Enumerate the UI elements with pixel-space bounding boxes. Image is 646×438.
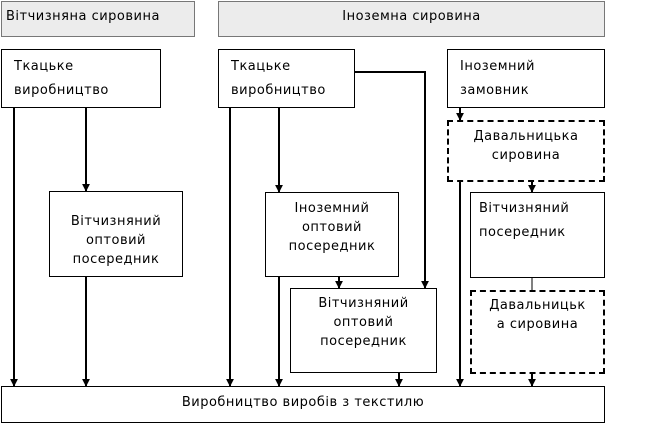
node-domestic-wholesale-intermediary-1: Вітчизняний оптовий посередник xyxy=(49,191,183,277)
node-domestic-wholesale-1-label: Вітчизняний оптовий посередник xyxy=(70,214,162,267)
node-weaving-production-1: Ткацьке виробництво xyxy=(1,49,161,108)
header-foreign-label: Іноземна сировина xyxy=(342,9,481,24)
node-toll-raw-material-2: Давальницьк а сировина xyxy=(470,290,605,374)
header-domestic-raw-material: Вітчизняна сировина xyxy=(1,1,195,37)
node-foreign-wholesale-label: Іноземний оптовий посередник xyxy=(288,201,376,254)
header-foreign-raw-material: Іноземна сировина xyxy=(218,1,605,37)
node-weaving-1-label: Ткацьке виробництво xyxy=(14,59,109,98)
node-foreign-customer: Іноземний замовник xyxy=(447,49,605,108)
node-domestic-intermediary-label: Вітчизняний посередник xyxy=(479,201,570,240)
node-toll-raw-2-label: Давальницьк а сировина xyxy=(489,298,586,332)
node-toll-raw-1-label: Давальницька сировина xyxy=(473,129,579,163)
node-domestic-wholesale-intermediary-2: Вітчизняний оптовий посередник xyxy=(290,288,437,373)
node-weaving-production-2: Ткацьке виробництво xyxy=(218,49,355,108)
node-textile-production-label: Виробництво виробів з текстилю xyxy=(181,395,425,410)
node-domestic-wholesale-2-label: Вітчизняний оптовий посередник xyxy=(318,296,409,349)
header-domestic-label: Вітчизняна сировина xyxy=(6,9,160,24)
node-textile-production: Виробництво виробів з текстилю xyxy=(1,386,605,423)
node-toll-raw-material-1: Давальницька сировина xyxy=(447,120,605,182)
node-domestic-intermediary: Вітчизняний посередник xyxy=(470,192,605,278)
node-foreign-customer-label: Іноземний замовник xyxy=(460,59,535,98)
node-foreign-wholesale-intermediary: Іноземний оптовий посередник xyxy=(265,192,399,277)
node-weaving-2-label: Ткацьке виробництво xyxy=(231,59,326,98)
arrow-weaving2-to-domestic-wholesale2 xyxy=(355,71,429,289)
